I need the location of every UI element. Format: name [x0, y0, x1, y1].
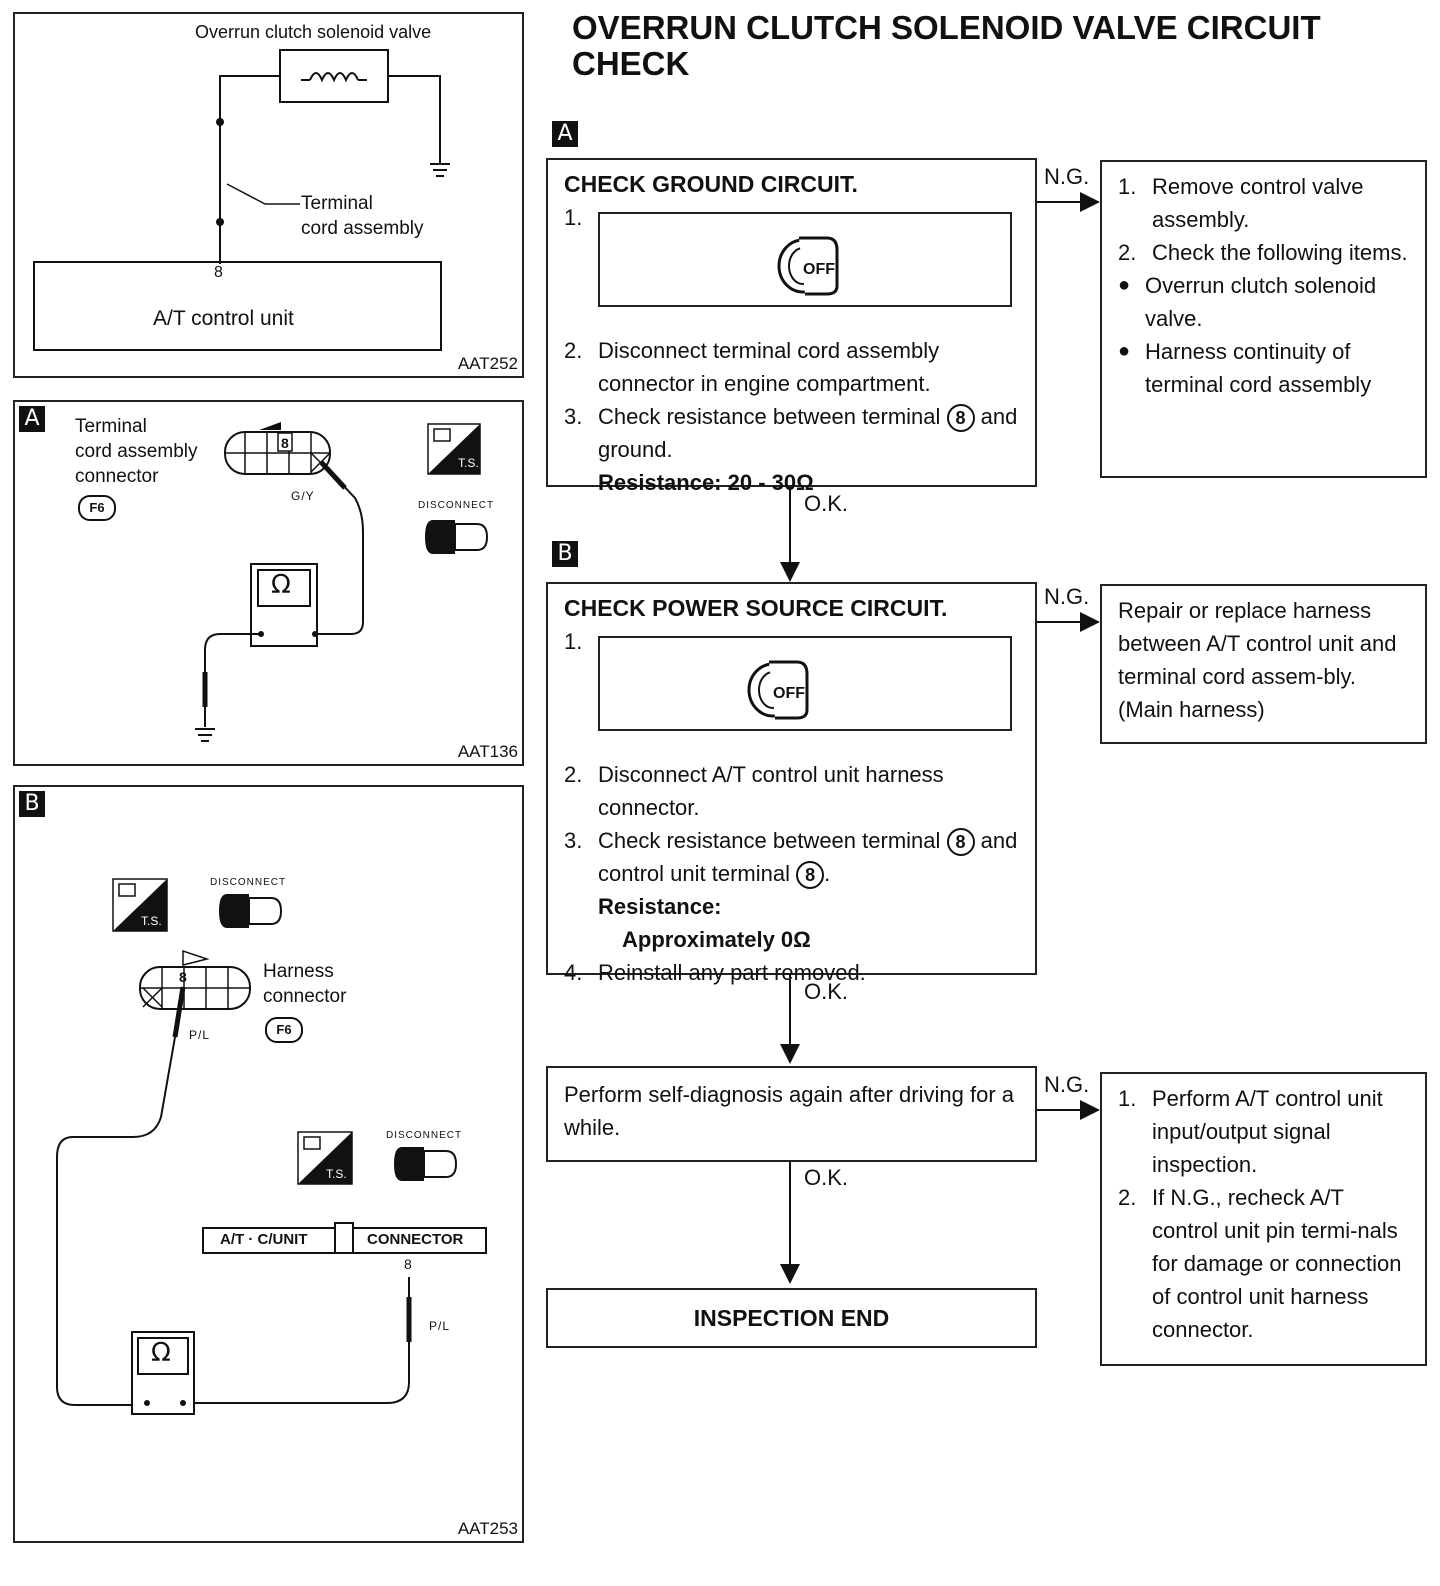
schematic-wiring	[33, 49, 450, 351]
disconnect-label: DISCONNECT	[210, 877, 287, 888]
ok-label: O.K.	[804, 1165, 849, 1190]
unit-connector-left-label: A/T · C/UNIT	[220, 1231, 308, 1248]
ok-label: O.K.	[804, 979, 849, 1004]
disconnect-icon	[425, 520, 489, 554]
key-off-text: OFF	[803, 261, 835, 278]
connector-icon	[139, 949, 251, 1010]
ignition-key-off-icon: OFF	[777, 236, 839, 296]
ng-bullet-2: ●Harness continuity of terminal cord ass…	[1118, 339, 1372, 397]
ohm-symbol: Ω	[151, 1338, 171, 1368]
step-b-badge: B	[552, 541, 578, 567]
ng-item-2: 2.If N.G., recheck A/T control unit pin …	[1118, 1185, 1402, 1342]
connector-label: Terminal cord assembly connector	[75, 416, 198, 487]
disconnect-icon	[394, 1147, 458, 1181]
ng-label: N.G.	[1044, 1072, 1090, 1097]
ts-icon	[297, 1131, 353, 1185]
ground-icon	[430, 163, 450, 177]
page-title: OVERRUN CLUTCH SOLENOID VALVE CIRCUIT CH…	[572, 9, 1321, 82]
ng-label: N.G.	[1044, 584, 1090, 609]
power-ng-text: Repair or replace harness between A/T co…	[1118, 598, 1397, 722]
pin-number: 8	[281, 435, 289, 451]
ts-label: T.S.	[326, 1167, 347, 1181]
step-a-badge: A	[552, 121, 578, 147]
connector-icon	[224, 422, 331, 475]
ignition-off-panel: OFF	[598, 636, 1012, 731]
step-3: 3. Check resistance between terminal 8 a…	[564, 404, 1018, 462]
power-ng-box: Repair or replace harness between A/T co…	[1100, 584, 1427, 744]
ng-item-2: 2.Check the following items.	[1118, 240, 1408, 265]
control-unit-label: A/T control unit	[153, 307, 294, 330]
figure-id: AAT136	[457, 742, 518, 761]
ts-icon	[427, 423, 481, 475]
ts-label: T.S.	[458, 456, 479, 470]
valve-label: Overrun clutch solenoid valve	[195, 22, 432, 42]
ng-label: N.G.	[1044, 164, 1090, 189]
ng-item-1: 1.Remove control valve assembly.	[1118, 174, 1364, 232]
unit-pin-number: 8	[404, 1256, 412, 1272]
ts-label: T.S.	[141, 914, 162, 928]
connector-code: F6	[265, 1017, 303, 1043]
self-diagnosis-text: Perform self-diagnosis again after drivi…	[564, 1082, 1014, 1140]
ignition-off-panel: OFF	[598, 212, 1012, 307]
wire-color: G/Y	[291, 489, 315, 503]
step-3: 3. Check resistance between terminal 8 a…	[564, 824, 1019, 890]
key-off-text: OFF	[773, 685, 805, 702]
resistance-spec: Resistance: 20 - 30Ω	[598, 470, 814, 495]
ok-label: O.K.	[804, 491, 849, 516]
ohm-symbol: Ω	[271, 570, 291, 600]
probe-diagram-b	[56, 878, 487, 1415]
harness-connector-label: Harness connector	[263, 961, 347, 1007]
step-1: 1.	[564, 205, 583, 230]
wire-color: P/L	[429, 1319, 451, 1333]
step-2: 2.Disconnect terminal cord assembly conn…	[564, 338, 940, 396]
step-1: 1.	[564, 629, 583, 654]
check-ground-box: CHECK GROUND CIRCUIT. 1. OFF 2.Disconnec…	[546, 158, 1037, 495]
disconnect-icon	[219, 894, 283, 928]
wire-color: P/L	[189, 1028, 211, 1042]
resistance-value: Approximately 0Ω	[622, 927, 811, 952]
pin-number: 8	[214, 264, 223, 281]
diagnosis-ng-box: 1.Perform A/T control unit input/output …	[1100, 1072, 1427, 1366]
inspection-end-label: INSPECTION END	[693, 1304, 890, 1331]
ground-ng-box: 1.Remove control valve assembly. 2.Check…	[1100, 160, 1427, 478]
check-ground-title: CHECK GROUND CIRCUIT.	[564, 171, 858, 197]
terminal-label: Terminal cord assembly	[301, 193, 424, 239]
check-power-title: CHECK POWER SOURCE CIRCUIT.	[564, 595, 948, 621]
resistance-label: Resistance:	[598, 894, 722, 919]
inspection-end-box: INSPECTION END	[546, 1288, 1037, 1348]
figure-a-badge: A	[19, 406, 45, 432]
control-unit-box	[33, 261, 442, 351]
disconnect-label: DISCONNECT	[386, 1130, 463, 1141]
figure-id: AAT253	[457, 1519, 518, 1538]
disconnect-label: DISCONNECT	[418, 500, 495, 511]
figure-id: AAT252	[457, 354, 518, 373]
ng-item-1: 1.Perform A/T control unit input/output …	[1118, 1086, 1383, 1177]
ts-icon	[112, 878, 168, 932]
step-2: 2.Disconnect A/T control unit harness co…	[564, 762, 944, 820]
figure-b-badge: B	[19, 791, 45, 817]
unit-connector-right-label: CONNECTOR	[367, 1231, 464, 1248]
probe-diagram-a	[195, 422, 489, 742]
figure-b: B	[13, 785, 524, 1543]
ground-icon	[195, 728, 215, 742]
check-power-box: CHECK POWER SOURCE CIRCUIT. 1. OFF 2.Dis…	[546, 582, 1037, 985]
ignition-key-off-icon: OFF	[747, 660, 809, 720]
ng-bullet-1: ●Overrun clutch solenoid valve.	[1118, 273, 1377, 331]
figure-schematic: Overrun clutch solenoid valve Terminal c…	[13, 12, 524, 378]
step-4: 4.Reinstall any part removed.	[564, 960, 866, 985]
coil-icon	[309, 72, 359, 83]
connector-code: F6	[78, 495, 116, 521]
self-diagnosis-box: Perform self-diagnosis again after drivi…	[546, 1066, 1037, 1162]
figure-a: A Terminal cord assembly connector F6	[13, 400, 524, 766]
pin-number: 8	[179, 969, 187, 985]
